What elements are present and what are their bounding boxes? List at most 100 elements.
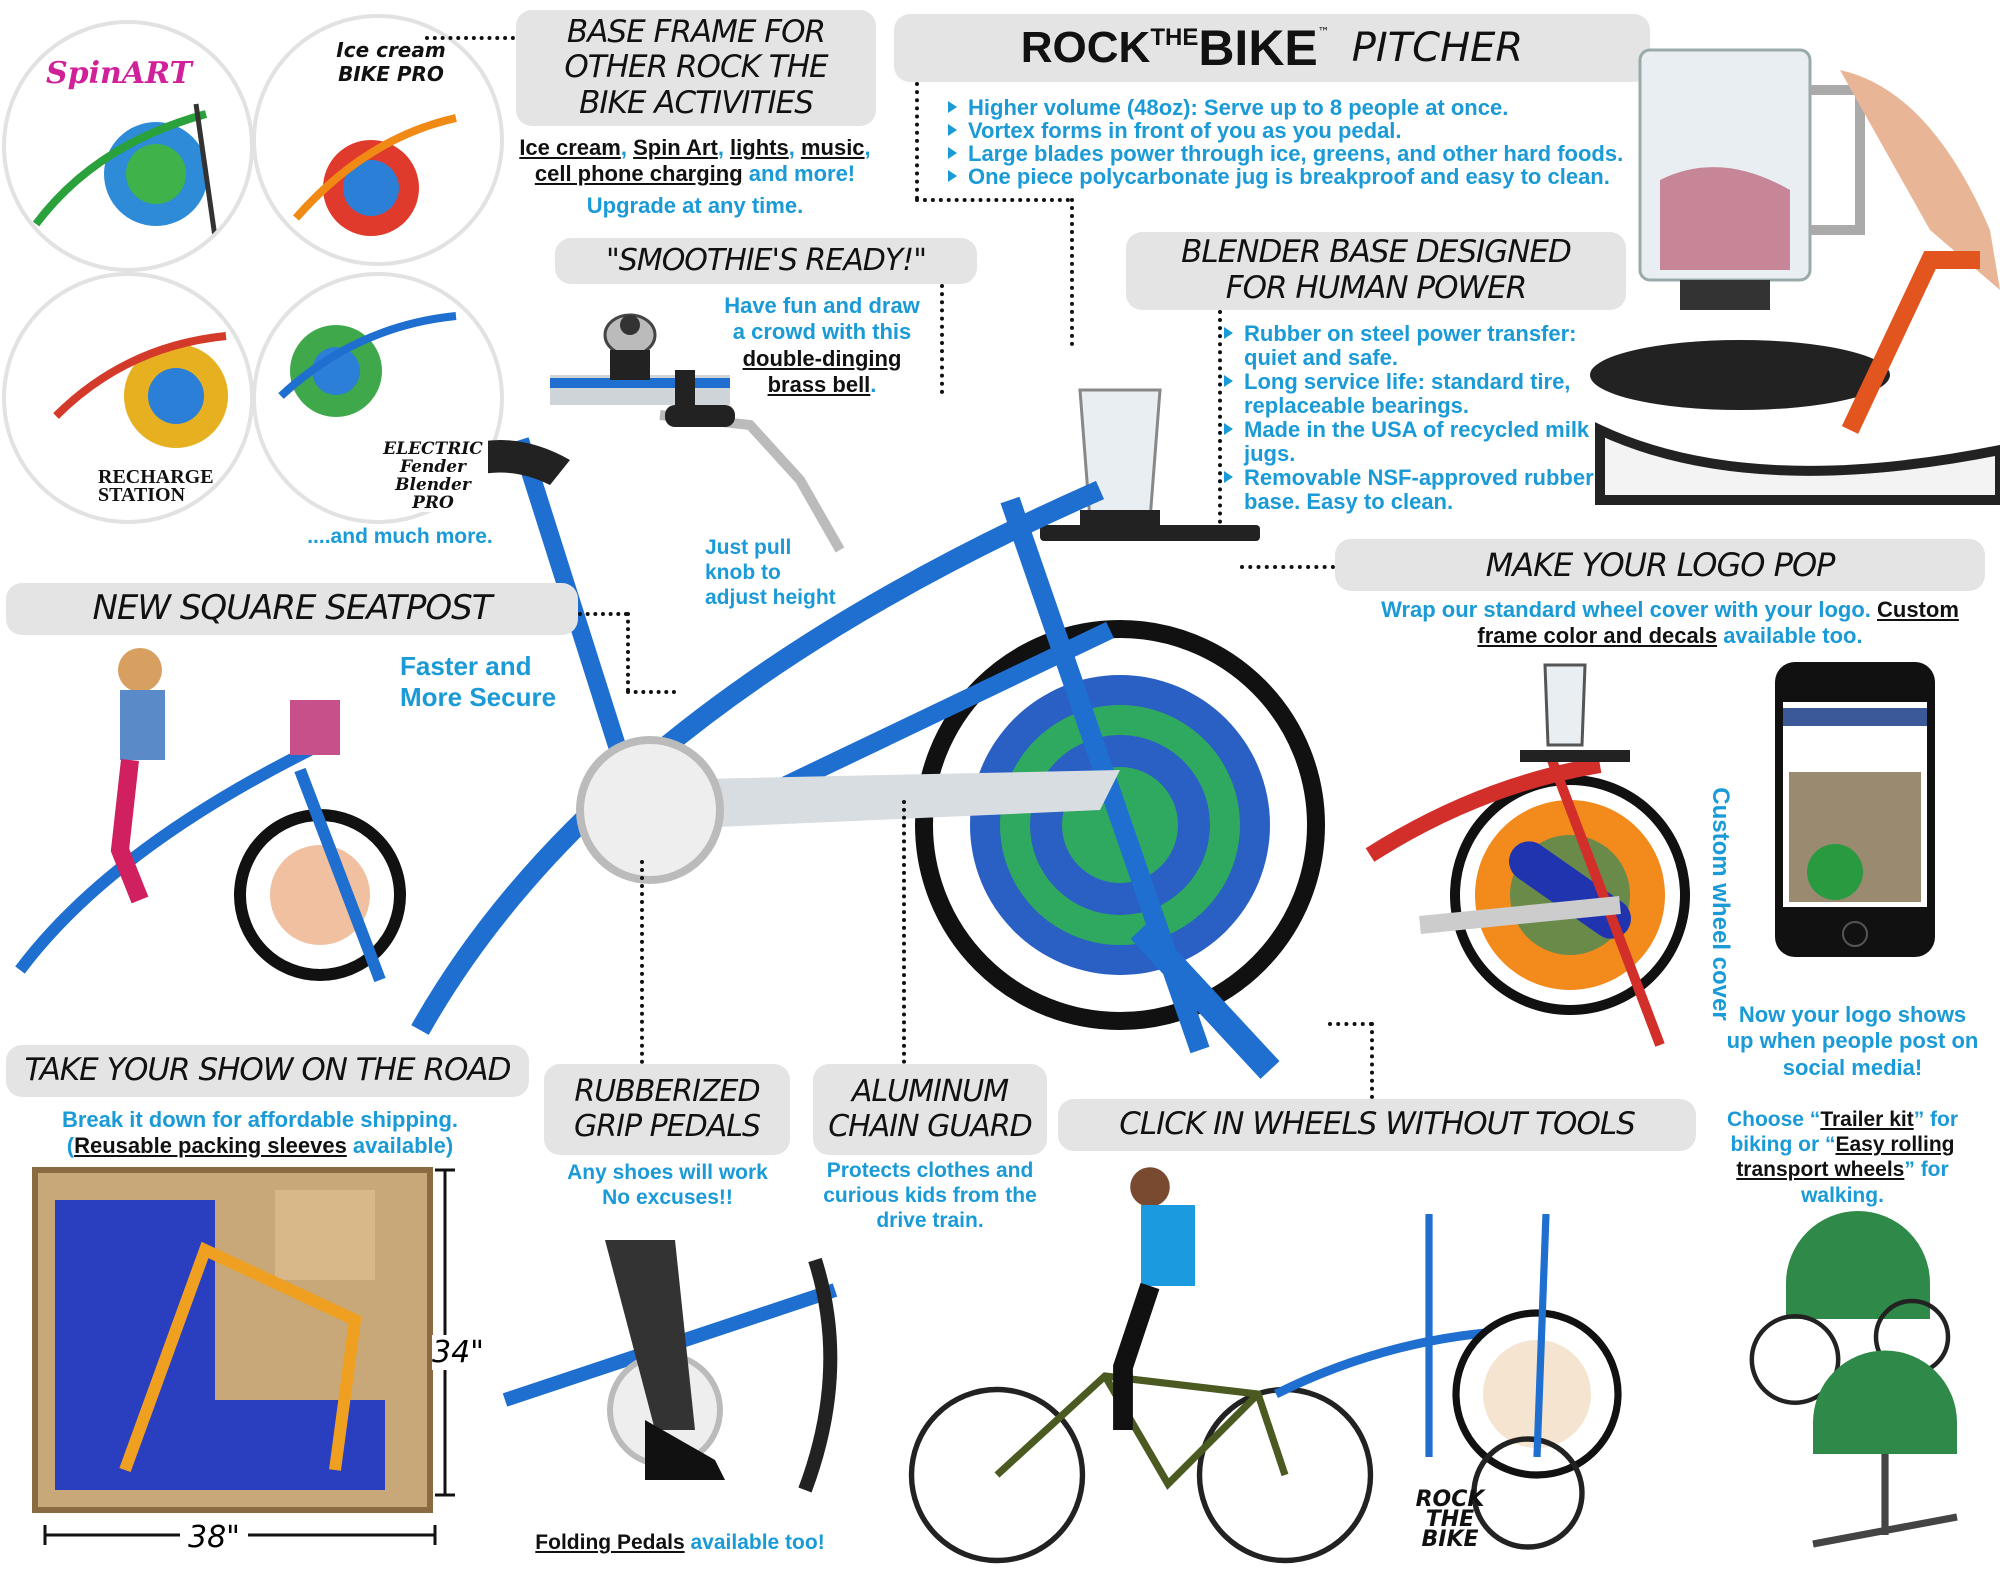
pitcher-photo	[1590, 48, 2000, 505]
link-custom-frame[interactable]: Custom frame color and decals	[1477, 597, 1959, 649]
connector-line	[1240, 565, 1335, 569]
logo-pop-text: Wrap our standard wheel cover with your …	[1381, 597, 1877, 622]
road-text: available)	[346, 1133, 454, 1159]
chain-guard-description: Protects clothes and curious kids from t…	[823, 1159, 1037, 1233]
connector-line	[626, 612, 630, 692]
sep: ,	[620, 135, 634, 160]
pitcher-features: Higher volume (48oz): Serve up to 8 peop…	[946, 96, 1646, 188]
road-text: (	[66, 1133, 75, 1159]
recharge-station-photo: RECHARGE STATION	[2, 272, 254, 524]
seat-knob-description: Just pull knob to adjust height	[705, 536, 836, 610]
link-packing-sleeves[interactable]: Reusable packing sleeves	[74, 1133, 347, 1159]
connector-line	[1070, 198, 1074, 346]
logo-pop-description: Wrap our standard wheel cover with your …	[1360, 597, 1980, 650]
smoothie-header: "SMOOTHIE'S READY!"	[555, 238, 977, 284]
link-brass-bell[interactable]: brass bell	[767, 372, 871, 398]
feature-item: Vortex forms in front of you as you peda…	[946, 119, 1646, 142]
connector-line	[915, 198, 1070, 202]
folding-text: available too!	[684, 1531, 825, 1554]
connector-line	[902, 800, 906, 1064]
pedal-shoe-photo	[502, 1240, 838, 1493]
brand-bike: BIKE	[1198, 20, 1318, 76]
bell-text: a crowd with this	[732, 319, 912, 345]
link-easy-rolling-wheels[interactable]: Easy rolling transport wheels	[1736, 1133, 1955, 1182]
feature-item: Large blades power through ice, greens, …	[946, 142, 1646, 165]
feature-item: Long service life: standard tire, replac…	[1222, 370, 1602, 418]
ice-cream-bike-photo: Ice cream BIKE PRO	[252, 14, 504, 266]
custom-bike-photo	[1365, 663, 1690, 1047]
link-ice-cream[interactable]: Ice cream	[519, 135, 621, 160]
custom-wheel-cover-label: Custom wheel cover	[1707, 787, 1734, 1021]
connector-line	[578, 612, 628, 616]
rock-the-bike-logo: ROCK THE BIKE	[1415, 1487, 1485, 1552]
feature-item: Higher volume (48oz): Serve up to 8 peop…	[946, 96, 1646, 119]
connector-line	[425, 36, 515, 40]
road-text: Break it down for affordable shipping.	[61, 1107, 459, 1132]
logo-pop-header: MAKE YOUR LOGO POP	[1335, 539, 1985, 591]
transport-wheels-photo	[1749, 1211, 1958, 1548]
connector-line	[1328, 1022, 1373, 1026]
wheels-text: ” for biking or “	[1730, 1108, 1959, 1157]
link-spin-art[interactable]: Spin Art	[633, 135, 718, 160]
link-music[interactable]: music	[800, 135, 865, 160]
road-header: TAKE YOUR SHOW ON THE ROAD	[6, 1045, 529, 1097]
pedals-description: Any shoes will work No excuses!!	[567, 1161, 768, 1210]
pedals-header: RUBBERIZED GRIP PEDALS	[544, 1064, 790, 1155]
box-height-label: 34"	[432, 1335, 484, 1370]
ice-cream-logo: Ice cream BIKE PRO	[336, 38, 446, 86]
chain-guard-header: ALUMINUM CHAIN GUARD	[813, 1064, 1047, 1155]
link-folding-pedals[interactable]: Folding Pedals	[535, 1531, 685, 1554]
spin-art-logo: SpinART	[46, 56, 192, 91]
recharge-station-logo: RECHARGE STATION	[98, 466, 214, 506]
feature-item: Made in the USA of recycled milk jugs.	[1222, 418, 1602, 466]
connector-line	[1218, 310, 1222, 540]
logo-pop-text: available too.	[1717, 623, 1863, 649]
sep: ,	[788, 135, 801, 160]
girl-on-bike-photo	[15, 648, 406, 983]
pitcher-word: PITCHER	[1351, 25, 1524, 71]
base-frame-header: BASE FRAME FOR OTHER ROCK THE BIKE ACTIV…	[516, 10, 876, 126]
dimension-arrows	[43, 1168, 455, 1545]
seatpost-header: NEW SQUARE SEATPOST	[6, 583, 578, 635]
box-width-label: 38"	[180, 1520, 248, 1555]
feature-item: One piece polycarbonate jug is breakproo…	[946, 165, 1646, 188]
link-trailer-kit[interactable]: Trailer kit	[1820, 1108, 1914, 1131]
and-more-text: and more!	[742, 161, 856, 187]
road-description: Break it down for affordable shipping. (…	[10, 1107, 510, 1160]
feature-item: Rubber on steel power transfer: quiet an…	[1222, 322, 1602, 370]
spin-art-photo: SpinART	[2, 20, 254, 272]
link-lights[interactable]: lights	[730, 135, 789, 160]
folding-pedals-text: Folding Pedals available too!	[520, 1530, 840, 1555]
feature-item: Removable NSF-approved rubber base. Easy…	[1222, 466, 1602, 514]
bell-description: Have fun and draw a crowd with this doub…	[712, 293, 932, 399]
bell-text: Have fun and draw	[724, 293, 920, 318]
link-double-dinging[interactable]: double-dinging	[742, 345, 902, 371]
base-frame-description: Ice cream, Spin Art, lights, music, cell…	[510, 135, 880, 223]
fender-blender-logo: ELECTRIC Fender Blender PRO	[378, 440, 488, 512]
wheels-description: Choose “Trailer kit” for biking or “Easy…	[1700, 1107, 1985, 1208]
brand-rock: ROCK	[1020, 23, 1151, 72]
connector-line	[1370, 1022, 1374, 1099]
social-media-text: Now your logo shows up when people post …	[1726, 1002, 1979, 1080]
wheels-text: ” for walking.	[1801, 1158, 1949, 1207]
brand-tm: ™	[1317, 25, 1330, 39]
connector-line	[940, 284, 944, 394]
main-bike-photo	[411, 388, 1325, 1079]
wheels-header: CLICK IN WHEELS WITHOUT TOOLS	[1058, 1099, 1696, 1151]
upgrade-text: Upgrade at any time.	[586, 192, 804, 218]
shipping-box-photo	[32, 1167, 433, 1513]
wheels-text: Choose “	[1726, 1108, 1821, 1131]
connector-line	[626, 690, 676, 694]
phone-photo	[1775, 662, 1935, 957]
connector-line	[640, 860, 644, 1064]
blender-base-header: BLENDER BASE DESIGNED FOR HUMAN POWER	[1126, 232, 1626, 310]
brand-the: THE	[1150, 24, 1199, 51]
link-cell-phone-charging[interactable]: cell phone charging	[534, 161, 743, 187]
connector-line	[915, 82, 919, 200]
sep: ,	[717, 135, 731, 160]
sep: ,	[864, 135, 871, 160]
woman-bike-trailer-photo	[908, 1167, 1622, 1564]
and-much-more-text: ....and much more.	[307, 525, 493, 548]
seatpost-description: Faster and More Secure	[400, 651, 557, 713]
